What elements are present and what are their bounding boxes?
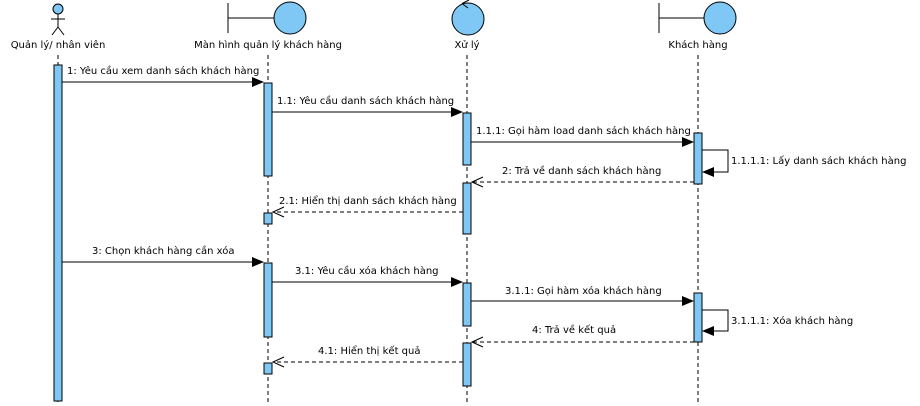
activation-boundary-2 — [263, 212, 273, 225]
message-label-1-1-1: 1.1.1: Gọi hàm load danh sách khách hàng — [476, 125, 691, 137]
message-label-3-1-1: 3.1.1: Gọi hàm xóa khách hàng — [505, 285, 662, 297]
participant-label-control: Xử lý — [454, 39, 479, 51]
message-1-1-1-1: 1.1.1.1: Lấy danh sách khách hàng — [702, 149, 906, 177]
message-label-4-1: 4.1: Hiển thị kết quả — [318, 344, 421, 357]
message-1-1-1: 1.1.1: Gọi hàm load danh sách khách hàng — [471, 125, 694, 147]
message-4-1: 4.1: Hiển thị kết quả — [271, 344, 463, 368]
entity-icon — [658, 1, 737, 35]
message-3: 3: Chọn khách hàng cần xóa — [62, 245, 264, 267]
message-label-1-1: 1.1: Yêu cầu danh sách khách hàng — [277, 95, 454, 107]
message-label-3-1-1-1: 3.1.1.1: Xóa khách hàng — [731, 315, 853, 327]
participant-label-entity: Khách hàng — [668, 39, 727, 51]
participant-label-actor: Quản lý/ nhân viên — [11, 39, 106, 51]
control-icon — [451, 0, 485, 36]
activation-entity-1 — [693, 132, 703, 185]
message-3-1: 3.1: Yêu cầu xóa khách hàng — [272, 265, 463, 287]
message-4: 4: Trả về kết quả — [470, 324, 694, 348]
activation-control-1 — [462, 112, 472, 166]
actor-figure — [51, 3, 65, 36]
activation-boundary-3 — [263, 262, 273, 338]
activation-boundary-4 — [263, 362, 273, 375]
message-label-3: 3: Chọn khách hàng cần xóa — [92, 245, 234, 257]
activation-boundary-1 — [263, 82, 273, 177]
message-2: 2: Trả về danh sách khách hàng — [470, 165, 694, 188]
message-label-2: 2: Trả về danh sách khách hàng — [502, 165, 661, 177]
message-label-2-1: 2.1: Hiển thị danh sách khách hàng — [279, 194, 457, 207]
message-2-1: 2.1: Hiển thị danh sách khách hàng — [271, 194, 463, 218]
message-1-1: 1.1: Yêu cầu danh sách khách hàng — [272, 95, 463, 117]
message-label-4: 4: Trả về kết quả — [532, 324, 616, 336]
message-label-1: 1: Yêu cầu xem danh sách khách hàng — [67, 65, 259, 77]
message-1: 1: Yêu cầu xem danh sách khách hàng — [62, 65, 264, 87]
participant-label-boundary: Màn hình quản lý khách hàng — [194, 39, 342, 51]
activation-actor — [53, 64, 63, 402]
boundary-icon — [227, 1, 307, 35]
message-3-1-1: 3.1.1: Gọi hàm xóa khách hàng — [471, 285, 694, 306]
activation-entity-2 — [693, 292, 703, 343]
activation-control-2 — [462, 182, 472, 235]
activation-control-4 — [462, 342, 472, 387]
message-3-1-1-1: 3.1.1.1: Xóa khách hàng — [702, 309, 853, 336]
message-label-1-1-1-1: 1.1.1.1: Lấy danh sách khách hàng — [731, 155, 906, 167]
activation-control-3 — [462, 282, 472, 327]
message-label-3-1: 3.1: Yêu cầu xóa khách hàng — [295, 265, 439, 277]
